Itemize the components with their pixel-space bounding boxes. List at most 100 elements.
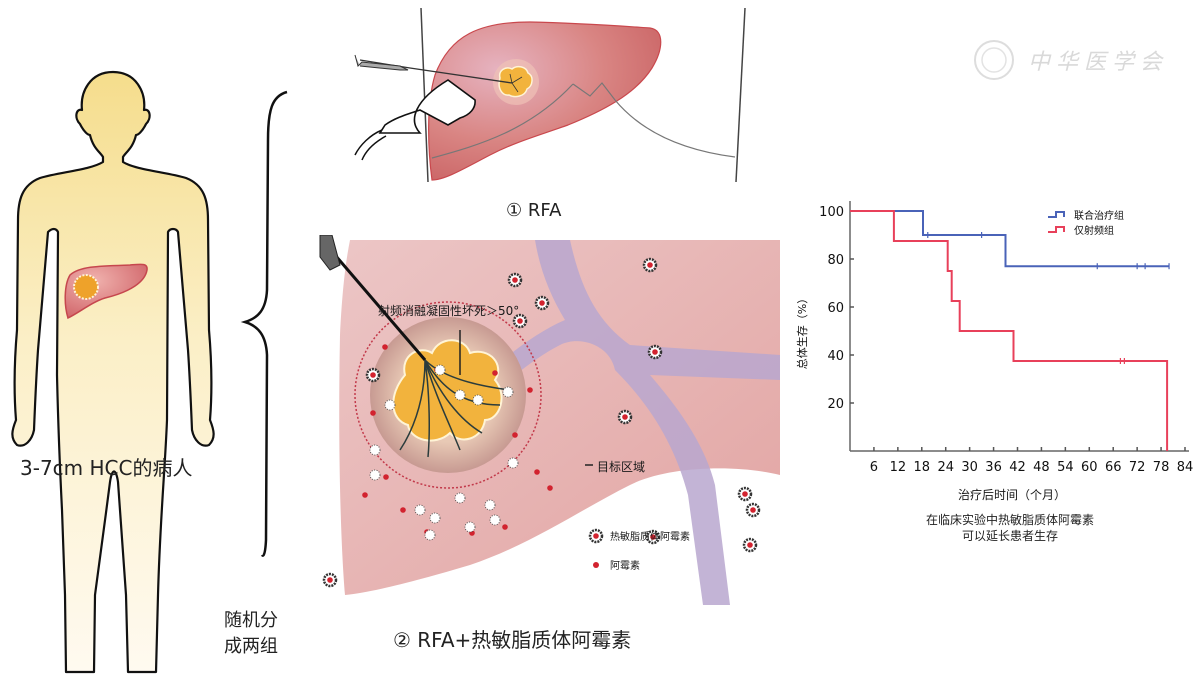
chart-caption: 在临床实验中热敏脂质体阿霉素 可以延长患者生存 bbox=[880, 512, 1140, 544]
survival-chart: 6 12 18 24 30 36 42 48 54 60 66 72 78 84 20 40 60 80 100 总体… bbox=[795, 201, 1194, 475]
randomize-line1: 随机分 bbox=[224, 610, 278, 631]
released-drug-burst bbox=[464, 521, 476, 533]
target-area-label: 目标区域 bbox=[597, 460, 646, 474]
grouping-brace bbox=[240, 90, 288, 557]
rib-margin-line bbox=[572, 82, 736, 158]
liposome-core bbox=[652, 349, 658, 355]
legend-swatch bbox=[1048, 226, 1065, 233]
doxorubicin-marker bbox=[512, 432, 518, 438]
legend-icon-doxorubicin bbox=[593, 562, 599, 568]
human-body-outline bbox=[11, 70, 215, 674]
tumor-icon bbox=[392, 339, 503, 442]
released-drug-burst bbox=[489, 514, 501, 526]
x-tick-label: 84 bbox=[1177, 460, 1194, 475]
released-drug-burst bbox=[434, 364, 446, 376]
rfa-illustration bbox=[354, 7, 746, 183]
tumor-icon bbox=[498, 65, 533, 98]
y-tick-label: 100 bbox=[819, 205, 844, 220]
chart-caption-line1: 在临床实验中热敏脂质体阿霉素 bbox=[925, 513, 1094, 527]
abdomen-wall-left bbox=[420, 7, 429, 183]
released-drug-burst bbox=[472, 394, 484, 406]
necrosis-annotation: 射频消融凝固性坏死＞50° bbox=[378, 304, 520, 318]
patient-figure bbox=[11, 70, 288, 674]
abdomen-wall-right bbox=[735, 7, 746, 183]
released-drug-burst bbox=[369, 444, 381, 456]
liposome-core bbox=[747, 542, 753, 548]
doxorubicin-marker bbox=[382, 344, 388, 350]
combination-therapy-diagram bbox=[319, 235, 780, 605]
doxorubicin-marker bbox=[362, 492, 368, 498]
doxorubicin-marker bbox=[492, 370, 498, 376]
doxorubicin-marker bbox=[370, 410, 376, 416]
liposome-core bbox=[622, 414, 628, 420]
liposome-core bbox=[517, 318, 523, 324]
x-tick-label: 30 bbox=[961, 460, 978, 475]
x-tick-label: 72 bbox=[1129, 460, 1146, 475]
legend-swatch bbox=[1048, 211, 1065, 218]
y-tick-label: 60 bbox=[827, 301, 844, 316]
y-tick-label: 80 bbox=[827, 253, 844, 268]
liposome-core bbox=[647, 262, 653, 268]
rfa-needle-icon bbox=[359, 59, 513, 84]
chart-xlabel: 治疗后时间（个月） bbox=[958, 488, 1067, 502]
x-tick-label: 48 bbox=[1033, 460, 1050, 475]
y-tick-label: 20 bbox=[827, 397, 844, 412]
electrode-tines bbox=[399, 359, 511, 458]
liposome-core bbox=[539, 300, 545, 306]
society-emblem-icon bbox=[974, 40, 1014, 80]
doxorubicin-marker bbox=[502, 524, 508, 530]
x-tick-label: 42 bbox=[1009, 460, 1026, 475]
released-drug-burst bbox=[484, 499, 496, 511]
liposome-core bbox=[750, 507, 756, 513]
released-drug-burst bbox=[454, 389, 466, 401]
y-tick-label: 40 bbox=[827, 349, 844, 364]
target-area-boundary bbox=[354, 301, 542, 489]
legend-liposome-label: 热敏脂质体阿霉素 bbox=[610, 532, 690, 543]
rfa-electrode-icon bbox=[333, 254, 427, 361]
released-drug-burst bbox=[454, 492, 466, 504]
watermark: 中华医学会 bbox=[972, 38, 1168, 82]
doxorubicin-marker bbox=[383, 474, 389, 480]
legend-label: 仅射频组 bbox=[1074, 224, 1114, 237]
released-drug-burst bbox=[429, 512, 441, 524]
arm2-label: ② RFA+热敏脂质体阿霉素 bbox=[393, 628, 632, 652]
liposome-core bbox=[370, 372, 376, 378]
legend-icon-liposome bbox=[588, 528, 604, 544]
released-drug-burst bbox=[414, 504, 426, 516]
x-tick-label: 6 bbox=[870, 460, 878, 475]
x-tick-label: 66 bbox=[1105, 460, 1122, 475]
y-axis-label: 总体生存（%） bbox=[795, 293, 809, 369]
chart-caption-line2: 可以延长患者生存 bbox=[961, 529, 1058, 543]
x-tick-label: 36 bbox=[985, 460, 1002, 475]
x-tick-label: 24 bbox=[937, 460, 954, 475]
tumor-icon bbox=[73, 274, 99, 300]
x-tick-label: 54 bbox=[1057, 460, 1074, 475]
randomize-line2: 成两组 bbox=[224, 636, 278, 657]
ultrasound-probe-icon bbox=[378, 79, 476, 134]
doxorubicin-marker bbox=[400, 507, 406, 513]
arm1-label: ① RFA bbox=[506, 200, 562, 221]
patient-label: 3-7cm HCC的病人 bbox=[20, 456, 193, 480]
x-tick-label: 60 bbox=[1081, 460, 1098, 475]
released-drug-burst bbox=[369, 469, 381, 481]
doxorubicin-marker bbox=[547, 485, 553, 491]
watermark-text: 中华医学会 bbox=[1028, 50, 1169, 75]
series-line-combination bbox=[850, 210, 1169, 268]
legend-doxorubicin-label: 阿霉素 bbox=[610, 561, 640, 572]
x-tick-label: 78 bbox=[1153, 460, 1170, 475]
liposome-core bbox=[650, 534, 656, 540]
doxorubicin-markers bbox=[362, 344, 553, 541]
liposome-core bbox=[512, 277, 518, 283]
released-drug-burst bbox=[384, 399, 396, 411]
liposome-core bbox=[327, 577, 333, 583]
series-line-rfa-only bbox=[850, 210, 1169, 451]
randomize-label: 随机分 成两组 bbox=[224, 608, 278, 660]
x-tick-label: 18 bbox=[914, 460, 931, 475]
x-tick-label: 12 bbox=[890, 460, 907, 475]
released-drug-burst bbox=[424, 529, 436, 541]
blood-vessel bbox=[465, 240, 780, 605]
released-drug-burst bbox=[502, 386, 514, 398]
doxorubicin-marker bbox=[527, 387, 533, 393]
liposome-core bbox=[742, 491, 748, 497]
doxorubicin-marker bbox=[534, 469, 540, 475]
